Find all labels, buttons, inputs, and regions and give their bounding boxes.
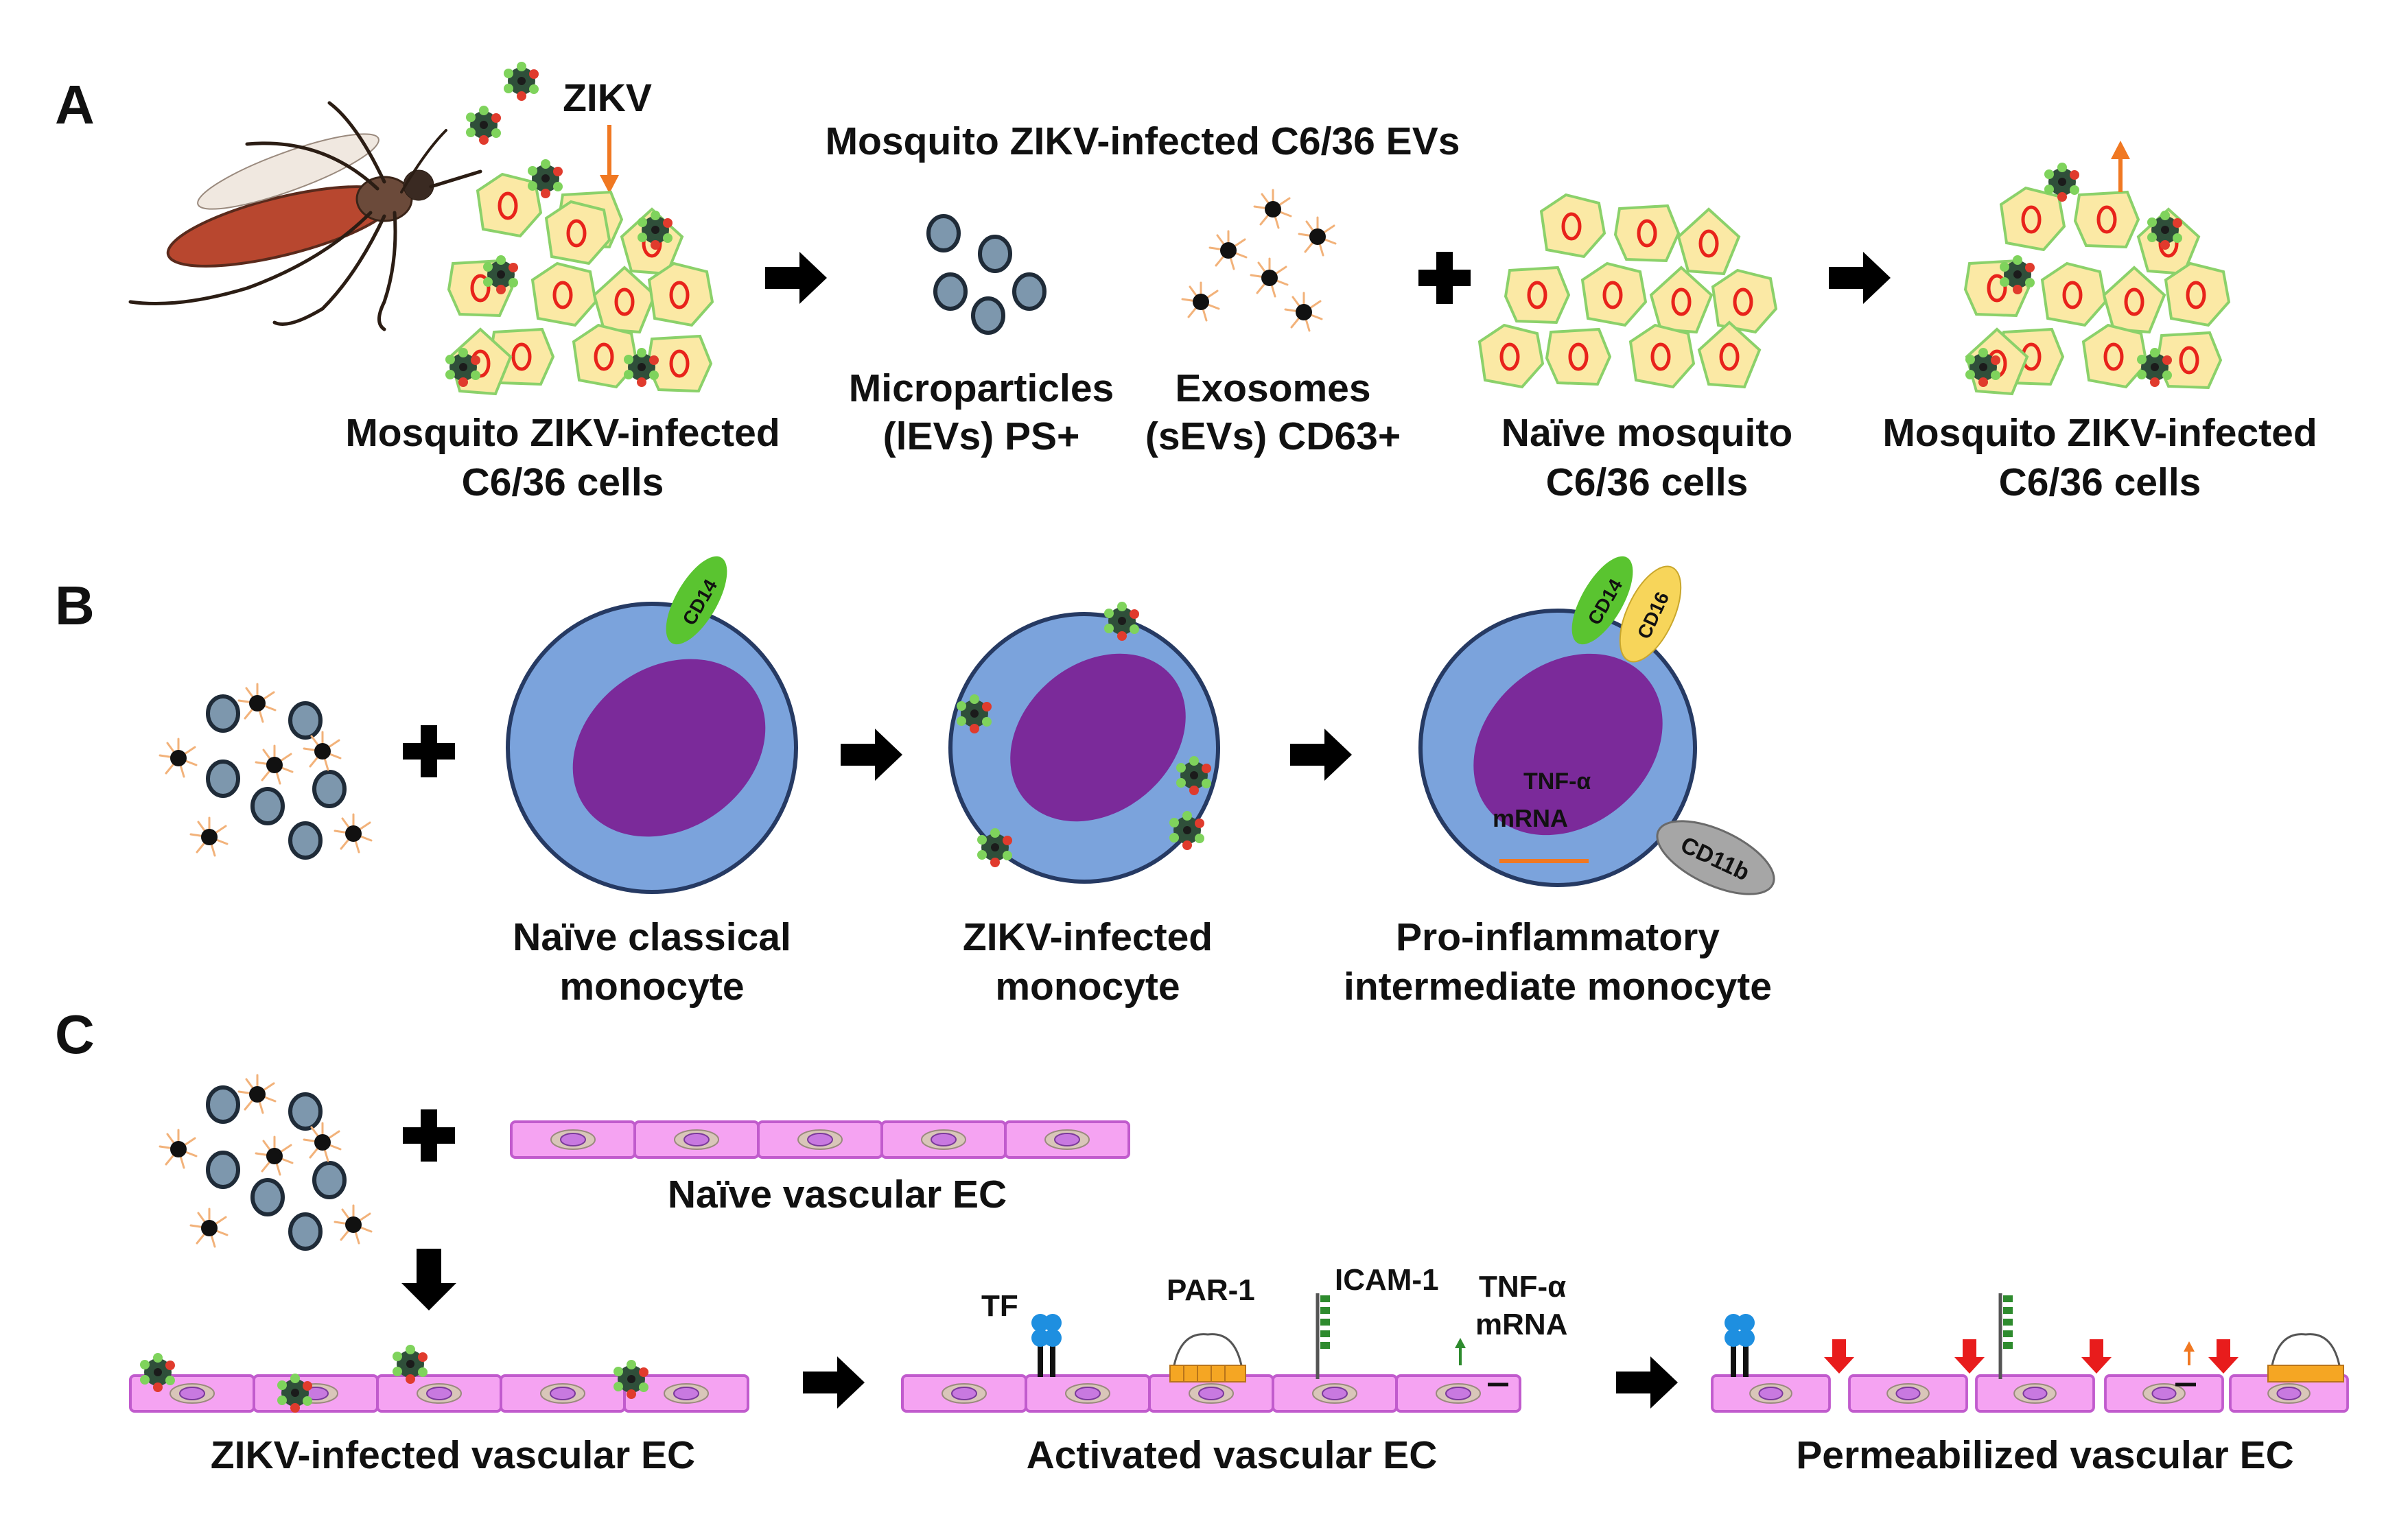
panel-label-a: A	[55, 74, 95, 135]
icam1-receptor-icon	[1316, 1293, 1330, 1379]
pro-monocyte-label-line2: intermediate monocyte	[1344, 965, 1772, 1009]
infection-arrow-icon	[600, 125, 619, 193]
zikv-label: ZIKV	[563, 76, 652, 120]
zikv-virion-icon	[504, 62, 539, 101]
panel-label-b: B	[55, 575, 95, 636]
infected-ec-label: ZIKV-infected vascular EC	[211, 1433, 695, 1477]
ev-mix-group	[159, 683, 373, 858]
tnf-mrna-up-arrow-icon	[2184, 1341, 2195, 1365]
result-cell-cluster	[1965, 163, 2229, 394]
naive-monocyte: CD14	[506, 556, 798, 894]
activated-ec-label: Activated vascular EC	[1027, 1433, 1438, 1477]
result-cells-label-line1: Mosquito ZIKV-infected	[1882, 411, 2317, 455]
tf-label: TF	[981, 1289, 1018, 1323]
permeabilized-endothelium	[1711, 1293, 2349, 1413]
tf-receptor-icon	[1031, 1314, 1062, 1377]
infected-endothelium	[129, 1345, 749, 1413]
gap-arrow-icon	[2081, 1339, 2112, 1374]
naive-endothelium	[510, 1120, 1130, 1159]
tnf-label-line1: TNF-α	[1479, 1270, 1566, 1304]
exosome-group	[1181, 189, 1337, 332]
exosomes-label-line2: (sEVs) CD63+	[1145, 414, 1401, 458]
tnf-mrna-up-arrow-icon	[1455, 1338, 1466, 1365]
ev-mix-group	[159, 1074, 373, 1249]
infected-cells-label-line2: C6/36 cells	[462, 460, 664, 504]
result-cells-label-line2: C6/36 cells	[1999, 460, 2201, 504]
arrow-icon	[803, 1356, 865, 1409]
microparticle-group	[928, 216, 1044, 333]
gap-arrow-icon	[2208, 1339, 2238, 1374]
arrow-icon	[1616, 1356, 1678, 1409]
pro-monocyte-label-line1: Pro-inflammatory	[1396, 915, 1720, 959]
naive-cells-label-line2: C6/36 cells	[1546, 460, 1749, 504]
plus-icon	[403, 725, 455, 777]
naive-cell-cluster	[1480, 195, 1776, 387]
infected-monocyte	[948, 602, 1220, 884]
naive-ec-label: Naïve vascular EC	[668, 1173, 1007, 1216]
icam1-receptor-icon	[1998, 1293, 2013, 1379]
permeabilized-ec-label: Permeabilized vascular EC	[1796, 1433, 2294, 1477]
increase-arrow-icon	[2111, 141, 2130, 192]
naive-monocyte-label-line2: monocyte	[559, 965, 744, 1009]
gap-arrow-icon	[1954, 1339, 1985, 1374]
evs-title: Mosquito ZIKV-infected C6/36 EVs	[826, 119, 1460, 163]
zikv-virion-icon	[466, 106, 501, 145]
naive-monocyte-label-line1: Naïve classical	[513, 915, 791, 959]
panel-label-c: C	[55, 1004, 95, 1065]
exosomes-label-line1: Exosomes	[1175, 366, 1370, 410]
arrow-icon	[1290, 729, 1352, 781]
mosquito-icon	[128, 101, 482, 331]
par1-label: PAR-1	[1167, 1273, 1255, 1307]
arrow-icon	[765, 252, 827, 304]
activated-endothelium	[901, 1293, 1521, 1413]
microparticles-label-line2: (lEVs) PS+	[883, 414, 1080, 458]
tnf-mrna-label-line1: TNF-α	[1523, 768, 1591, 795]
naive-cells-label-line1: Naïve mosquito	[1501, 411, 1792, 455]
cd16-marker: CD16	[1619, 565, 1682, 663]
arrow-down-icon	[401, 1249, 456, 1310]
par1-receptor-icon	[2267, 1333, 2344, 1382]
infected-cell-cluster	[445, 159, 712, 394]
arrow-icon	[841, 729, 902, 781]
par1-receptor-icon	[1169, 1333, 1246, 1382]
icam1-label: ICAM-1	[1335, 1263, 1439, 1297]
arrow-icon	[1829, 252, 1891, 304]
microparticles-label-line1: Microparticles	[849, 366, 1114, 410]
gap-arrow-icon	[1824, 1339, 1854, 1374]
plus-icon	[1418, 252, 1471, 304]
plus-icon	[403, 1109, 455, 1162]
infected-monocyte-label-line2: monocyte	[995, 965, 1180, 1009]
tnf-mrna-label-line2: mRNA	[1493, 804, 1568, 832]
tnf-label-line2: mRNA	[1475, 1308, 1567, 1341]
pro-inflammatory-monocyte: TNF-α mRNA CD14 CD16 CD11b	[1418, 556, 1775, 895]
infected-cells-label-line1: Mosquito ZIKV-infected	[345, 411, 780, 455]
tf-receptor-icon	[1725, 1314, 1755, 1377]
infected-monocyte-label-line1: ZIKV-infected	[963, 915, 1213, 959]
